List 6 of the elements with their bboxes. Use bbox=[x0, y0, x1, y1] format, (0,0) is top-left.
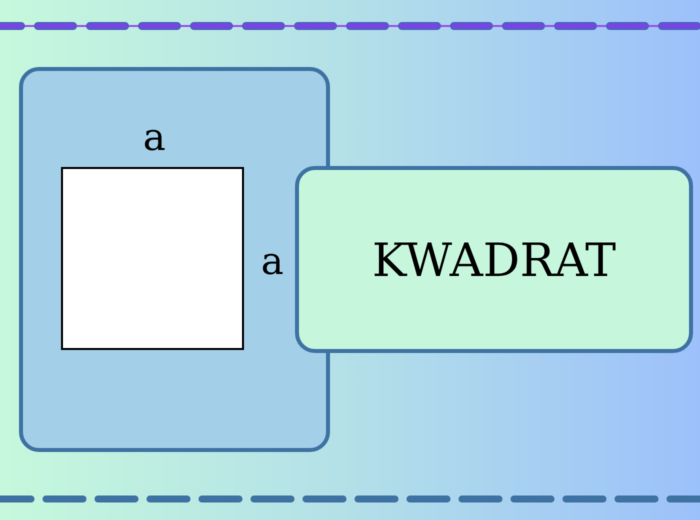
rounded-panel bbox=[19, 67, 330, 452]
rounded-box bbox=[295, 166, 693, 353]
square-shape bbox=[61, 167, 244, 350]
shape-name: KWADRAT bbox=[372, 236, 616, 282]
dimension-label: a bbox=[143, 118, 166, 156]
dimension-label: a bbox=[261, 242, 284, 280]
